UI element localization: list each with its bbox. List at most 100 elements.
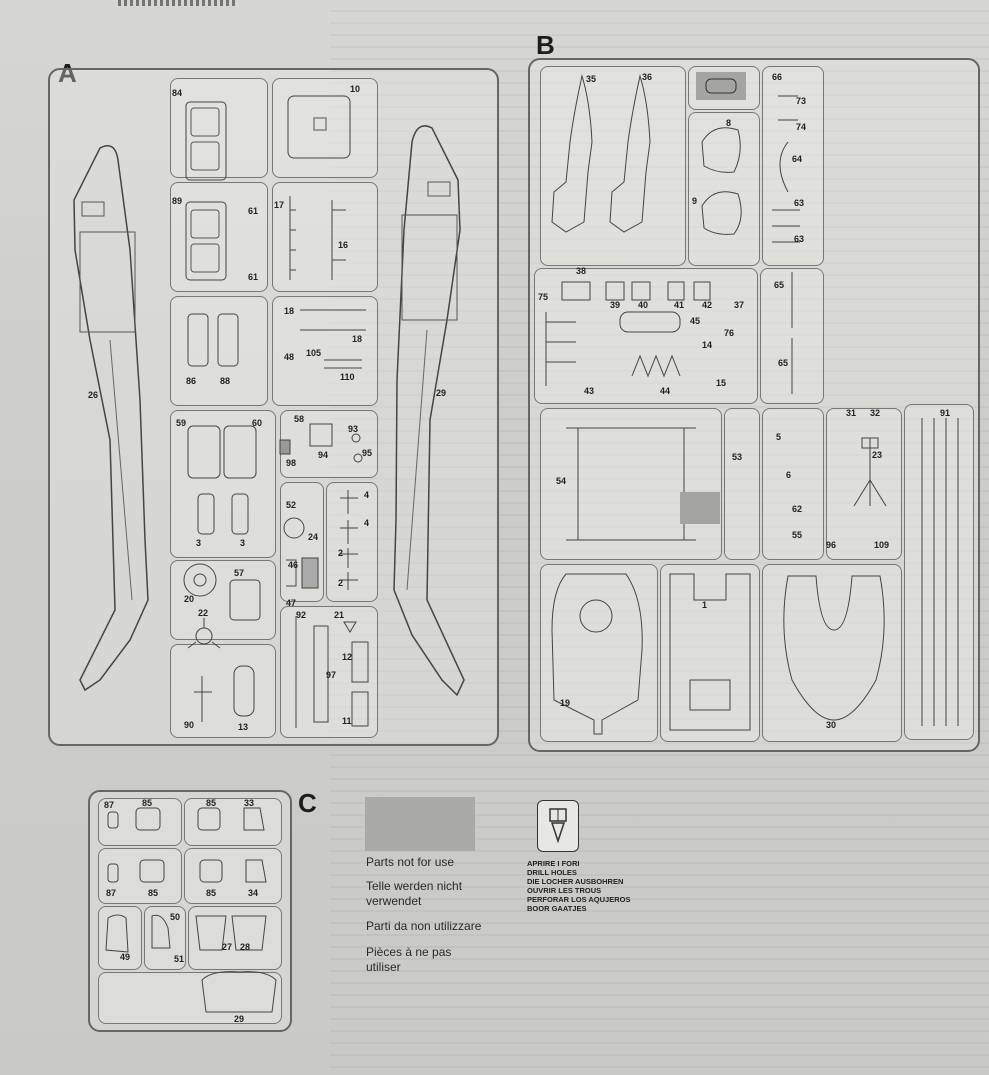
part-number: 58 — [294, 414, 305, 424]
part-number: 50 — [170, 912, 181, 922]
part-30-drawing — [783, 575, 885, 721]
sprue-letter-a: A — [58, 58, 77, 88]
part-number: 35 — [586, 74, 597, 84]
part-number: 91 — [940, 408, 951, 418]
parts-8-9-drawing — [701, 127, 742, 235]
parts-86-88-drawing — [187, 313, 239, 367]
part-10-drawing — [287, 95, 351, 159]
sprue-b-cell — [826, 408, 902, 560]
sprue-b-cell — [540, 408, 722, 560]
part-number: 41 — [674, 300, 685, 310]
drill-caption-es: PERFORAR LOS AQUJEROS — [527, 895, 631, 904]
bleed-through-text-texture — [330, 0, 989, 1075]
drill-caption-it: APRIRE I FORI — [527, 859, 580, 868]
not-for-use-part-highlight — [680, 492, 720, 524]
parts-38-45-43-44-drawing — [545, 281, 711, 386]
parts-20-57-drawing — [183, 563, 261, 621]
drill-caption-nl: BOOR GAATJES — [527, 904, 587, 913]
part-number: 84 — [172, 88, 183, 98]
part-number: 8 — [726, 118, 732, 128]
part-number: 51 — [174, 954, 185, 964]
not-for-use-part-highlight — [696, 72, 746, 100]
part-number: 38 — [576, 266, 587, 276]
part-number: 23 — [872, 450, 883, 460]
part-number: 14 — [702, 340, 713, 350]
sprue-b-cell — [540, 66, 686, 266]
part-number: 43 — [584, 386, 595, 396]
parts-92-97-21-12-11-drawing — [295, 616, 369, 728]
part-number: 30 — [826, 720, 837, 730]
parts-65-drawing — [791, 272, 793, 394]
not-for-use-swatch — [365, 797, 475, 851]
part-number: 94 — [318, 450, 329, 460]
parts-58-98-93-95-drawing — [279, 423, 363, 463]
window-frames-drawing — [185, 101, 227, 281]
part-19-drawing — [551, 573, 643, 735]
part-number: 6 — [786, 470, 792, 480]
part-number: 110 — [340, 372, 355, 382]
sprue-a-cell — [280, 410, 378, 478]
part-23-drawing — [853, 437, 887, 507]
part-number: 10 — [350, 84, 361, 94]
part-number: 29 — [234, 1014, 245, 1024]
part-number: 61 — [248, 206, 259, 216]
parts-59-60-3-drawing — [187, 425, 257, 535]
parts-4-2-drawing — [340, 490, 358, 590]
part-number: 40 — [638, 300, 649, 310]
legend-not-for-use-fr: Pièces à ne pas utiliser — [366, 945, 452, 974]
sprue-b-cell — [660, 564, 760, 742]
sprue-c-cell — [144, 906, 186, 970]
sprue-a-cell — [326, 482, 378, 602]
sprue-b-cell — [762, 408, 824, 560]
part-number: 88 — [220, 376, 231, 386]
sprue-b-cell — [534, 268, 758, 404]
sprue-letter-b: B — [536, 30, 555, 60]
part-number: 27 — [222, 942, 233, 952]
parts-64-63-drawing — [772, 95, 800, 243]
part-number: 2 — [338, 578, 344, 588]
parts-52-24-46-47-drawing — [283, 517, 319, 589]
part-number: 73 — [796, 96, 807, 106]
sprue-c-parts-drawing — [105, 807, 277, 1013]
part-54-drawing — [566, 427, 696, 541]
part-number: 85 — [206, 888, 217, 898]
parts-17-16-drawing — [289, 196, 346, 280]
part-number: 5 — [776, 432, 782, 442]
drill-icon — [537, 800, 579, 852]
part-number: 90 — [184, 720, 195, 730]
part-number: 53 — [732, 452, 743, 462]
part-number: 87 — [106, 888, 117, 898]
part-number: 42 — [702, 300, 713, 310]
part-number: 85 — [142, 798, 153, 808]
part-number: 55 — [792, 530, 803, 540]
part-number: 39 — [610, 300, 621, 310]
part-number: 17 — [274, 200, 285, 210]
part-number: 36 — [642, 72, 653, 82]
drill-caption-de: DIE LOCHER AUSBOHREN — [527, 877, 624, 886]
part-number: 105 — [306, 348, 322, 358]
legend-not-for-use-it: Parti da non utilizzare — [366, 919, 482, 933]
part-number: 52 — [286, 500, 297, 510]
sprue-b-cell — [724, 408, 760, 560]
part-number: 45 — [690, 316, 701, 326]
sprue-a-cell — [272, 78, 378, 178]
part-number: 21 — [334, 610, 345, 620]
drill-holes-caption: APRIRE I FORI DRILL HOLES DIE LOCHER AUS… — [527, 859, 630, 913]
part-number: 4 — [364, 518, 370, 528]
part-number: 65 — [778, 358, 789, 368]
part-number: 3 — [240, 538, 246, 548]
part-number: 85 — [206, 798, 217, 808]
part-number: 44 — [660, 386, 671, 396]
part-1-drawing — [669, 573, 751, 731]
part-number: 57 — [234, 568, 245, 578]
part-number: 16 — [338, 240, 349, 250]
part-number: 2 — [338, 548, 344, 558]
part-number: 15 — [716, 378, 727, 388]
part-number: 61 — [248, 272, 259, 282]
part-number: 20 — [184, 594, 195, 604]
part-number: 60 — [252, 418, 263, 428]
part-number: 66 — [772, 72, 783, 82]
part-number: 9 — [692, 196, 698, 206]
part-number: 89 — [172, 196, 183, 206]
part-number: 75 — [538, 292, 549, 302]
